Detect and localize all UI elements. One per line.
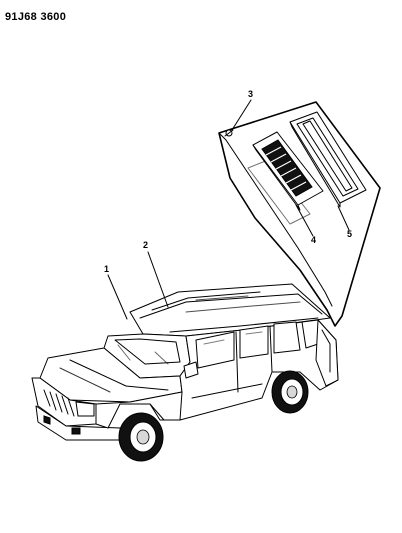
callout-label-1: 1 — [104, 264, 109, 274]
callout-leader-5 — [337, 205, 350, 231]
vent-grille-part-4 — [252, 131, 324, 211]
front-wheel — [118, 412, 164, 462]
vehicle-illustration — [31, 283, 339, 462]
callout-2: 2 — [143, 240, 169, 308]
callout-leader-2 — [147, 251, 169, 308]
callout-label-3: 3 — [248, 89, 253, 99]
callout-leader-4 — [295, 204, 314, 237]
callout-leader-1 — [107, 274, 128, 320]
callout-5: 5 — [337, 205, 352, 239]
grille-slats — [43, 389, 75, 417]
callout-label-5: 5 — [347, 229, 352, 239]
rear-wheel — [271, 370, 309, 414]
callout-1: 1 — [104, 264, 128, 320]
roof-panel-exploded — [218, 101, 381, 327]
callout-4: 4 — [295, 204, 316, 245]
roof-strip-part-5 — [289, 111, 367, 208]
callout-3: 3 — [231, 89, 253, 131]
fastener-part-3 — [224, 129, 234, 137]
diagram-code: 91J68 3600 — [5, 11, 66, 23]
callout-leader-3 — [231, 99, 252, 131]
callout-label-4: 4 — [311, 235, 316, 245]
callout-label-2: 2 — [143, 240, 148, 250]
